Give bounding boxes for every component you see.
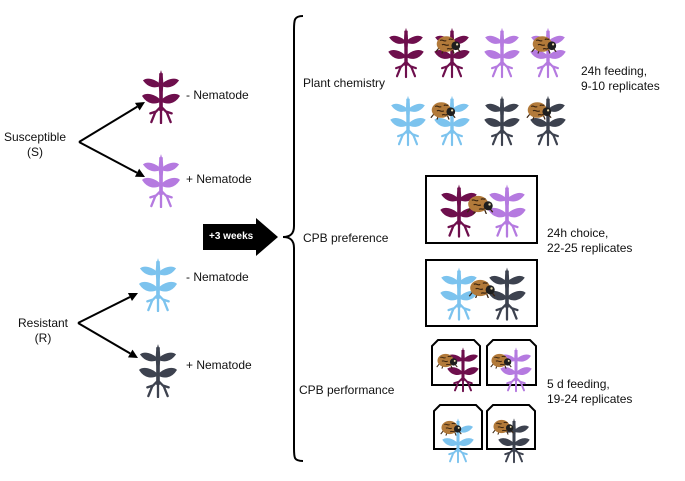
- arrow-r-plus-arrowhead: [127, 349, 138, 358]
- cage-s-nematode: [486, 339, 537, 386]
- preference-plant-icon-s-nematode: [488, 184, 526, 238]
- plant-icon-r-nematode: [138, 344, 178, 398]
- treatment-label-s-minus: - Nematode: [186, 88, 249, 102]
- susceptible-abbr: (S): [27, 145, 43, 159]
- arrow-s-minus-line: [78, 105, 138, 143]
- treatment-label-r-plus: + Nematode: [186, 358, 252, 372]
- timeline-label: +3 weeks: [209, 231, 254, 242]
- assay-label-preference: CPB preference: [303, 231, 389, 245]
- assay-detail-preference: 24h choice, 22-25 replicates: [547, 226, 632, 256]
- arrow-s-plus-arrowhead: [134, 168, 145, 177]
- assay-detail-performance: 5 d feeding, 19-24 replicates: [547, 377, 632, 407]
- cage-s-control: [431, 339, 481, 386]
- performance-detail-line-1: 5 d feeding,: [547, 377, 610, 391]
- preference-plant-icon-r-nematode: [488, 267, 526, 321]
- chemistry-plant-icon-bottom-1: [390, 96, 426, 147]
- assay-label-chemistry: Plant chemistry: [303, 76, 386, 90]
- chemistry-plant-icon-bottom-3: [484, 96, 520, 147]
- assay-label-performance: CPB performance: [299, 383, 395, 397]
- chemistry-detail-line-1: 24h feeding,: [581, 64, 648, 78]
- arrow-r-plus-line: [77, 322, 131, 355]
- cage-r-nematode: [486, 404, 536, 450]
- chemistry-plant-icon-top-4: [530, 28, 566, 79]
- chemistry-plant-icon-top-1: [388, 28, 424, 79]
- treatment-label-s-plus: + Nematode: [186, 172, 252, 186]
- preference-detail-line-2: 22-25 replicates: [547, 241, 633, 255]
- arrow-s-plus-line: [78, 141, 138, 174]
- curly-bracket-icon: [282, 15, 304, 462]
- diagram-content: [77, 15, 566, 464]
- resistant-label: Resistant: [17, 316, 69, 330]
- arrow-r-minus-arrowhead: [127, 293, 138, 302]
- preference-plant-icon-s-control: [440, 184, 478, 238]
- chemistry-plant-icon-top-2: [434, 28, 470, 79]
- arrow-right-icon: [203, 218, 278, 256]
- arrow-s-minus-arrowhead: [134, 102, 145, 111]
- arrow-r-minus-line: [77, 296, 131, 324]
- group-label-resistant: Resistant (R): [12, 316, 74, 346]
- plant-icon-r-control: [138, 258, 178, 312]
- preference-plant-icon-r-control: [440, 267, 478, 321]
- resistant-abbr: (R): [34, 331, 52, 345]
- chemistry-plant-icon-top-3: [484, 28, 520, 79]
- preference-detail-line-1: 24h choice,: [547, 226, 609, 240]
- choice-arena-susceptible: [425, 175, 538, 244]
- plant-icon-s-nematode: [141, 154, 181, 208]
- assay-detail-chemistry: 24h feeding, 9-10 replicates: [581, 64, 660, 94]
- chemistry-detail-line-2: 9-10 replicates: [581, 79, 660, 93]
- performance-detail-line-2: 19-24 replicates: [547, 392, 633, 406]
- group-label-susceptible: Susceptible (S): [0, 130, 70, 160]
- plant-icon-s-control: [141, 70, 181, 124]
- cage-r-control: [433, 404, 483, 450]
- treatment-label-r-minus: - Nematode: [186, 270, 249, 284]
- choice-arena-resistant: [425, 259, 538, 327]
- susceptible-label: Susceptible: [3, 130, 67, 144]
